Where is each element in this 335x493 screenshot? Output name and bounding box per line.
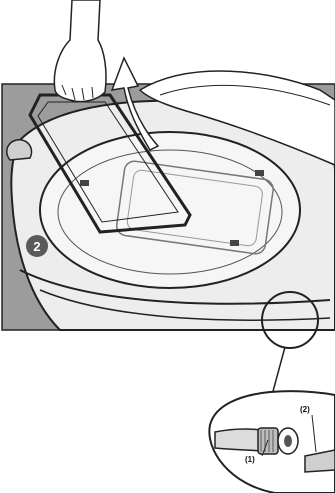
pin-hole [284, 435, 292, 447]
clip [255, 170, 264, 176]
clip [230, 240, 239, 246]
clip [80, 180, 89, 186]
callout-label-2: (2) [300, 405, 310, 414]
callout-label-1: (1) [245, 455, 255, 464]
leader-line [272, 347, 285, 395]
step-number-badge: 2 [26, 235, 48, 257]
left-handle [7, 140, 32, 160]
cook-box-oval [40, 132, 300, 288]
